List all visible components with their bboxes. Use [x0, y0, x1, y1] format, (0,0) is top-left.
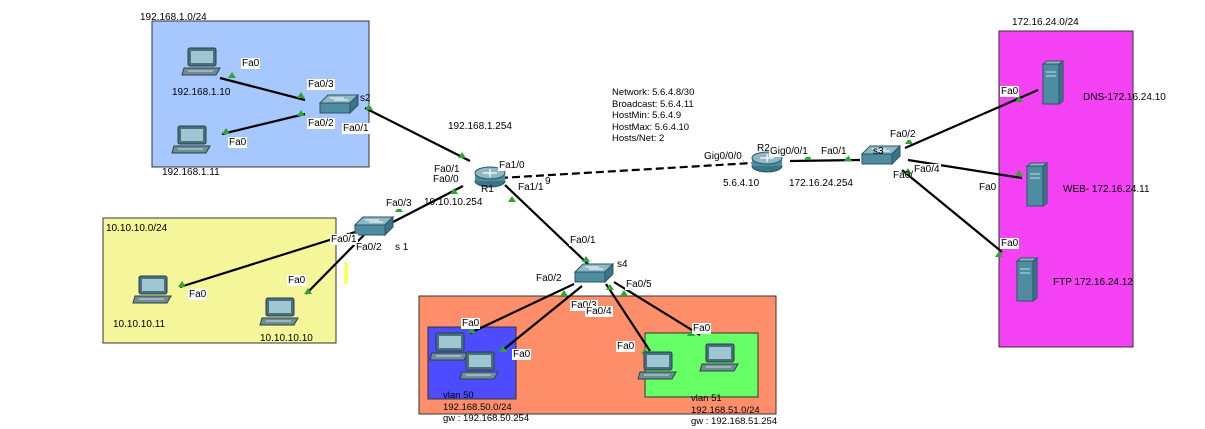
pc-vlan50-a-icon[interactable]	[429, 332, 469, 361]
pc-vlan50-b-icon[interactable]	[459, 351, 499, 380]
link-s4-v50b	[502, 285, 583, 351]
wan-hostmax: HostMax: 5.6.4.10	[612, 121, 690, 133]
address-label: 192.168.1.254	[448, 121, 512, 132]
router-label: R2	[757, 143, 770, 154]
address-label: 10.10.10.254	[424, 197, 483, 208]
pc-vlan51-b-icon[interactable]	[699, 343, 739, 372]
port-label: 9	[545, 176, 551, 187]
vlan50-gw: gw : 192.168.50.254	[443, 413, 530, 424]
link-s3-web	[907, 158, 1023, 180]
wan-network: Network: 5.6.4.8/30	[612, 87, 695, 98]
port-label: Fa0	[978, 182, 998, 193]
port-label: Fa0/1	[342, 123, 370, 134]
port-label: Gig0/0/1	[769, 146, 809, 157]
link-pc2-s2	[221, 112, 306, 136]
port-label: Fa0	[512, 349, 532, 360]
server-ftp-icon[interactable]	[1016, 257, 1038, 302]
switch-label: s 1	[395, 242, 409, 253]
port-label: Fa0/1	[433, 164, 461, 175]
port-label: Fa0	[461, 318, 481, 329]
port-label: Fa0/2	[355, 242, 383, 253]
label-mark	[344, 262, 348, 284]
link-s4-v50a	[469, 283, 575, 334]
switch-label: s3	[873, 146, 884, 157]
port-label: Fa0	[287, 275, 307, 286]
link-pc3-s1	[179, 230, 356, 289]
server-label: WEB- 172.16.24.11	[1063, 184, 1150, 195]
zone-lan1-label: 192.168.1.0/24	[140, 12, 207, 23]
link-s3-dns	[904, 88, 1039, 150]
port-label: Fa0/5	[625, 279, 653, 290]
port-label: Fa0	[1000, 238, 1020, 249]
pc-label: 192.168.1.11	[162, 167, 220, 178]
port-label: Fa0	[1000, 86, 1020, 97]
port-label: Fa0/3	[307, 79, 335, 90]
pc-vlan51-a-icon[interactable]	[637, 351, 677, 380]
port-label: Fa1/0	[498, 160, 526, 171]
switch-s1-icon[interactable]	[354, 216, 394, 236]
vlan50-net: 192.168.50.0/24	[443, 401, 512, 413]
vlan51-name: vlan 51	[691, 393, 722, 404]
port-label: Fa0/4	[585, 306, 613, 317]
wan-broadcast: Broadcast: 5.6.4.11	[612, 98, 694, 110]
pc-label: 192.168.1.10	[172, 87, 231, 98]
link-r1-r2-serial	[499, 161, 753, 180]
server-dns-icon[interactable]	[1042, 60, 1064, 105]
wan-hostmin: HostMin: 5.6.4.9	[612, 110, 682, 121]
vlan50-note: vlan 50 192.168.50.0/24 gw : 192.168.50.…	[443, 390, 529, 425]
port-label: Fa0	[692, 323, 712, 334]
port-label: Fa0	[616, 341, 636, 352]
port-label: Fa0/2	[889, 129, 917, 140]
port-label: Fa0/1	[820, 146, 848, 157]
zone-lan2-label: 10.10.10.0/24	[106, 223, 168, 234]
pc-192-168-1-11-icon[interactable]	[171, 125, 211, 154]
link-s4-v51a	[605, 283, 651, 352]
pc-10-10-10-11-icon[interactable]	[132, 275, 172, 304]
port-label: Fa1/1	[517, 182, 545, 193]
pc-10-10-10-10-icon[interactable]	[259, 297, 299, 326]
server-web-icon[interactable]	[1026, 162, 1048, 207]
port-label: Fa0/2	[307, 118, 335, 129]
link-pc1-s2	[219, 76, 306, 102]
wan-info-note: Network: 5.6.4.8/30 Broadcast: 5.6.4.11 …	[612, 87, 694, 145]
switch-label: s4	[617, 259, 628, 270]
port-label: Fa0	[188, 289, 208, 300]
port-label: Fa0	[228, 137, 248, 148]
link-s4-v51b	[613, 281, 701, 336]
port-label: Fa0/1	[330, 234, 358, 245]
switch-s4-icon[interactable]	[574, 263, 614, 283]
port-label: Fa0/0	[433, 174, 459, 185]
pc-label: 10.10.10.10	[260, 333, 313, 344]
port-label: Fa0/3	[385, 198, 413, 209]
router-label: R1	[481, 184, 494, 195]
server-label: DNS-172.16.24.10	[1083, 92, 1166, 103]
switch-s2-icon[interactable]	[319, 94, 359, 114]
wan-hosts: Hosts/Net: 2	[612, 133, 665, 144]
port-label: Fa0/3	[570, 300, 598, 311]
server-label: FTP 172.16.24.12	[1053, 277, 1133, 288]
port-label: Fa0/1	[569, 235, 597, 246]
vlan51-gw: gw : 192.168.51.254	[691, 416, 778, 427]
pc-label: 10.10.10.11	[113, 319, 166, 330]
switch-label: s2	[360, 93, 371, 104]
address-label: 5.6.4.10	[723, 178, 760, 189]
vlan51-note: vlan 51 192.168.51.0/24 gw : 192.168.51.…	[691, 393, 777, 428]
link-s3-ftp	[901, 169, 1003, 253]
zone-servers-label: 172.16.24.0/24	[1012, 17, 1079, 28]
port-label: Fa0/2	[535, 273, 563, 284]
pc-192-168-1-10-icon[interactable]	[181, 47, 221, 76]
port-label: Fa0	[241, 58, 261, 69]
link-r1-s4	[504, 184, 591, 267]
port-label: Gig0/0/0	[703, 151, 743, 162]
vlan51-net: 192.168.51.0/24	[691, 404, 760, 416]
link-s2-r1	[364, 107, 471, 162]
port-label: Fa0/4	[913, 164, 941, 175]
port-label: Fa0/	[893, 170, 914, 181]
vlan50-name: vlan 50	[443, 390, 474, 401]
address-label: 172.16.24.254	[789, 178, 853, 189]
